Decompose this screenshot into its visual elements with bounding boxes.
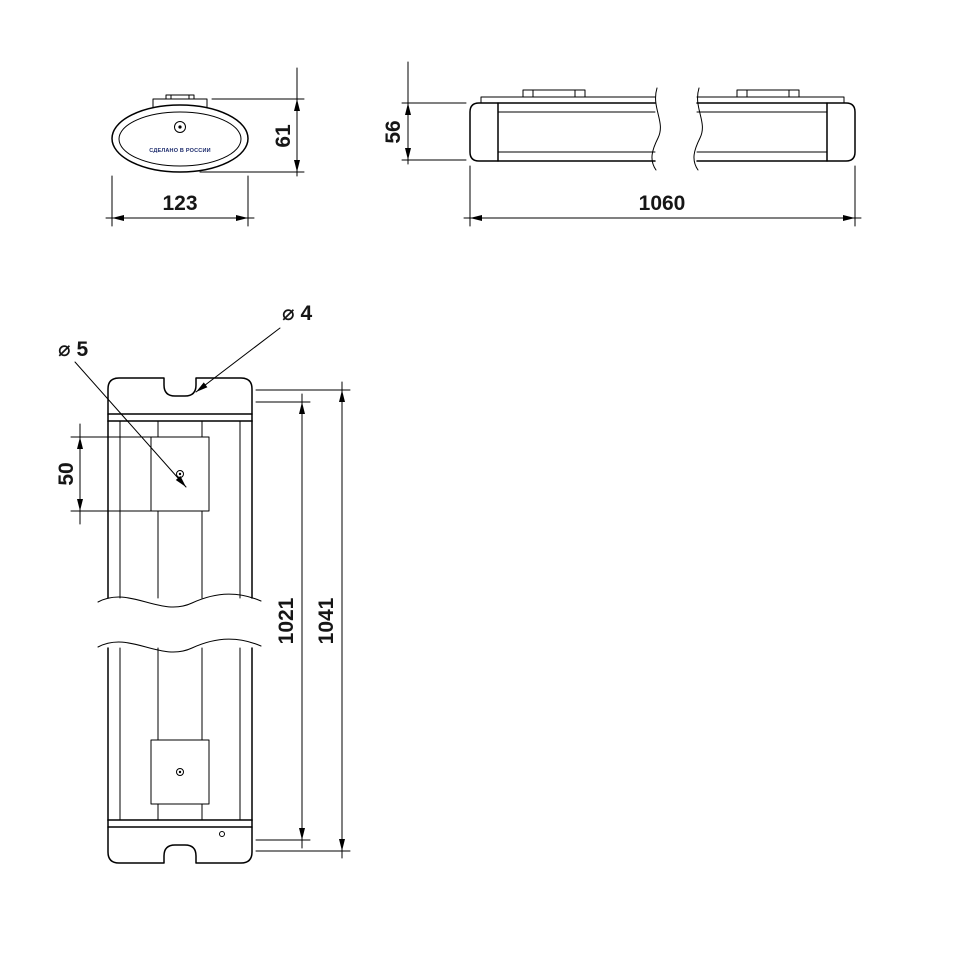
front-view-body	[97, 377, 262, 864]
callout-top-hole: ⌀ 4	[195, 302, 312, 393]
end-view-body: СДЕЛАНО В РОССИИ	[111, 94, 249, 173]
mount-clip-ticks	[170, 94, 190, 100]
cap-screw-hole	[219, 831, 225, 837]
dim-end-width-value: 123	[162, 192, 197, 215]
dim-bracket-slot-value: 50	[55, 462, 78, 485]
dim-end-height-lines	[199, 67, 305, 177]
dim-end-width-lines	[105, 175, 255, 227]
mount-clip-left	[522, 89, 586, 98]
dim-side-height-value: 56	[382, 120, 405, 143]
leader-arrow-icon	[196, 382, 208, 392]
screw-hole-center	[178, 125, 182, 129]
right-end-cap	[826, 102, 856, 162]
callout-top-hole-leader	[195, 327, 281, 393]
dim-side-height-lines	[401, 61, 467, 165]
upper-mount-bracket	[150, 436, 210, 512]
bottom-cap-junction	[107, 819, 253, 828]
dim-side-length: 1060	[463, 165, 862, 227]
arrow-up-icon	[339, 390, 345, 402]
side-view-body	[469, 87, 856, 171]
mount-clip-nub	[165, 94, 195, 100]
brand-text: СДЕЛАНО В РОССИИ	[149, 148, 211, 154]
arrow-down-icon	[405, 148, 411, 160]
arrow-up-icon	[405, 103, 411, 115]
arrow-down-icon	[339, 839, 345, 851]
dim-side-length-lines	[463, 165, 862, 227]
dim-bracket-slot: 50	[55, 423, 153, 525]
break-line-left	[651, 87, 661, 171]
break-line-upper	[97, 593, 262, 608]
arrow-right-icon	[843, 215, 855, 221]
dim-mounting-length: 1021	[255, 393, 311, 849]
end-view: СДЕЛАНО В РОССИИ 61 123	[105, 67, 305, 227]
lower-mount-bracket	[150, 739, 210, 805]
body-inner-lines	[497, 111, 828, 153]
dim-bracket-slot-lines	[70, 423, 153, 525]
dim-end-height: 61	[199, 67, 305, 177]
arrow-up-icon	[294, 99, 300, 111]
arrow-down-icon	[299, 828, 305, 840]
bottom-cap	[107, 819, 253, 864]
upper-bracket-hole-center	[178, 472, 182, 476]
dim-side-height: 56	[382, 61, 467, 165]
callout-bracket-hole-label: ⌀ 5	[58, 338, 88, 361]
dim-overall-length: 1041	[255, 381, 351, 859]
leader-arrow-icon	[175, 476, 186, 487]
front-view: ⌀ 4 ⌀ 5 50 1021 1041	[55, 302, 351, 864]
dim-mounting-length-lines	[255, 393, 311, 849]
dim-mounting-length-value: 1021	[275, 597, 298, 644]
body-inner-lower	[119, 647, 241, 821]
body-edges	[497, 102, 828, 162]
body-outer-lower	[107, 647, 253, 821]
dim-end-height-value: 61	[272, 124, 295, 148]
dim-overall-length-lines	[255, 381, 351, 859]
lower-bracket-hole	[176, 768, 184, 776]
callout-top-hole-label: ⌀ 4	[282, 302, 312, 325]
mount-clip-right	[736, 89, 800, 98]
mount-clip-right-tabs	[746, 89, 790, 98]
dim-side-length-value: 1060	[639, 192, 686, 215]
screw-hole	[174, 121, 186, 133]
top-cap-junction	[107, 413, 253, 422]
housing-inner-wall	[118, 111, 242, 167]
arrow-left-icon	[470, 215, 482, 221]
arrow-right-icon	[236, 215, 248, 221]
top-cap	[107, 377, 253, 422]
mount-clip-left-tabs	[532, 89, 576, 98]
body-outer-upper	[107, 420, 253, 599]
arrow-down-icon	[294, 160, 300, 172]
lower-bracket-hole-center	[178, 770, 182, 774]
arrow-up-icon	[77, 437, 83, 449]
housing-outline	[111, 104, 249, 173]
arrow-left-icon	[112, 215, 124, 221]
break-line-lower	[97, 638, 262, 653]
left-end-cap	[469, 102, 499, 162]
callout-bracket-hole-leader	[74, 361, 187, 488]
callout-bracket-hole: ⌀ 5	[58, 338, 187, 488]
arrow-down-icon	[77, 499, 83, 511]
dim-end-width: 123	[105, 175, 255, 227]
dim-overall-length-value: 1041	[315, 597, 338, 644]
mount-clip-base	[152, 98, 208, 108]
side-view: 56 1060	[382, 61, 862, 227]
body-inner-upper	[119, 420, 241, 599]
arrow-up-icon	[299, 402, 305, 414]
break-line-right	[693, 87, 703, 171]
mount-plate	[480, 96, 845, 104]
